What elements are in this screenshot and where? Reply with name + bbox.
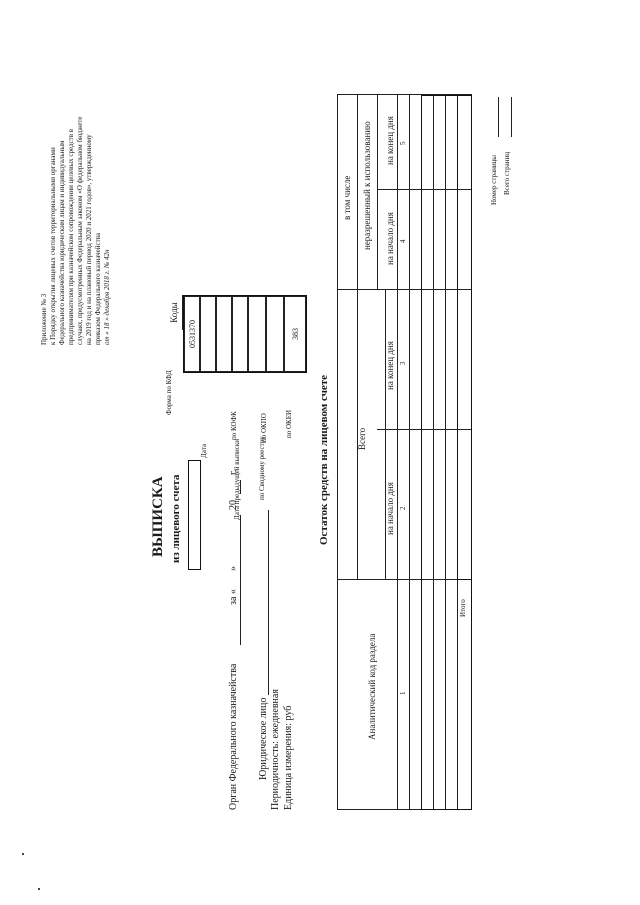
annex-line: случаях, предусмотренных Федеральным зак… — [76, 116, 84, 345]
code-value-kfd[interactable]: 0531370 — [184, 296, 200, 372]
col-number: 1 — [399, 691, 407, 696]
periodicity-label: Периодичность: ежедневная — [270, 689, 281, 810]
date-prefix: за « — [228, 589, 239, 605]
col-number: 3 — [399, 361, 407, 366]
code-value-okpo[interactable] — [266, 296, 284, 372]
group-unauth-header: неразрешенный к использованию — [362, 121, 372, 250]
col-number: 4 — [399, 239, 407, 244]
col-start-header: на начало дня — [385, 482, 395, 535]
annex-line: к Порядку открытия лицевых счетов террит… — [49, 147, 57, 345]
col-start-header: на начало дня — [385, 212, 395, 265]
unit-label: Единица измерения: руб — [283, 705, 294, 810]
col-number: 2 — [399, 506, 407, 511]
annex-line: Приложение № 3 — [40, 293, 48, 345]
date-quote-close: » — [228, 566, 239, 571]
code-value-registry[interactable] — [248, 296, 266, 372]
scan-speck — [38, 888, 40, 890]
page-title: ВЫПИСКА — [150, 476, 166, 557]
code-value-date[interactable] — [200, 296, 216, 372]
col-code-header: Аналитический код раздела — [367, 633, 377, 740]
annex-line: Федерального казначейства юридическим ли… — [58, 140, 66, 345]
balance-table: Аналитический код раздела Всего в том чи… — [337, 94, 472, 810]
page-subtitle: из лицевого счета — [170, 474, 182, 563]
scan-speck — [22, 853, 24, 855]
codes-values-box: 0531370 383 — [183, 295, 307, 373]
col-end-header: на конец дня — [385, 116, 395, 165]
code-row-label: Дата предыдущей выписки — [233, 438, 241, 520]
annex-line: предпринимателям при казначейском сопров… — [67, 128, 75, 345]
code-row-label: по ОКПО — [260, 413, 268, 442]
group-incl-header: в том числе — [342, 175, 352, 220]
legal-entity-label: Юридическое лицо — [258, 697, 269, 780]
code-value-prev-date[interactable] — [216, 296, 232, 372]
code-row-label: по ОКЕИ — [285, 409, 293, 438]
total-label: Итого — [459, 599, 467, 617]
page-number-label: Номер страницы — [490, 154, 498, 205]
code-row-label: Форма по КФД — [165, 370, 173, 415]
code-row-label: Дата — [200, 444, 208, 458]
code-value-kofk[interactable] — [232, 296, 248, 372]
account-number-box[interactable] — [188, 460, 201, 570]
annex-line: на 2019 год и на плановый период 2020 и … — [85, 134, 93, 345]
code-value-okei[interactable]: 383 — [284, 296, 306, 372]
col-number: 5 — [399, 141, 407, 146]
annex-order-line: от « 18 » декабря 2018 г. № 42н — [103, 249, 111, 345]
group-total-header: Всего — [357, 427, 367, 450]
code-row-label: по КОФК — [230, 411, 238, 440]
balance-table-title: Остаток средств на лицевом счете — [318, 374, 330, 545]
organ-label: Орган Федерального казначейства — [228, 663, 239, 810]
code-row-label: по Сводному реестру — [258, 436, 266, 500]
annex-block: Приложение № 3 к Порядку открытия лицевы… — [40, 116, 112, 345]
codes-header: Коды — [165, 295, 183, 330]
total-pages-label: Всего страниц — [503, 151, 511, 195]
annex-line: приказом Федерального казначейства — [94, 232, 102, 345]
total-row-box — [457, 95, 472, 580]
col-end-header: на конец дня — [385, 341, 395, 390]
